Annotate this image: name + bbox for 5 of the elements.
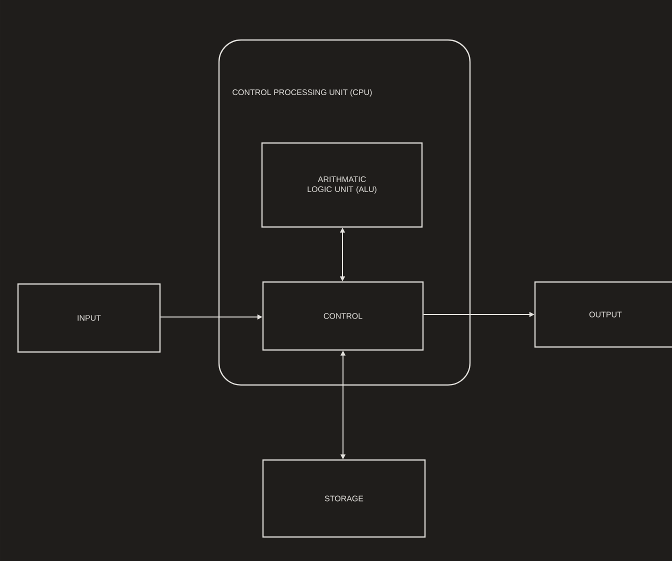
process-box: ARITHMATIC LOGIC UNIT (ALU) <box>261 142 423 228</box>
process-box: STORAGE <box>262 459 426 538</box>
process-box: INPUT <box>17 283 161 353</box>
process-box: OUTPUT <box>534 281 672 348</box>
process-box: CONTROL <box>262 281 424 351</box>
